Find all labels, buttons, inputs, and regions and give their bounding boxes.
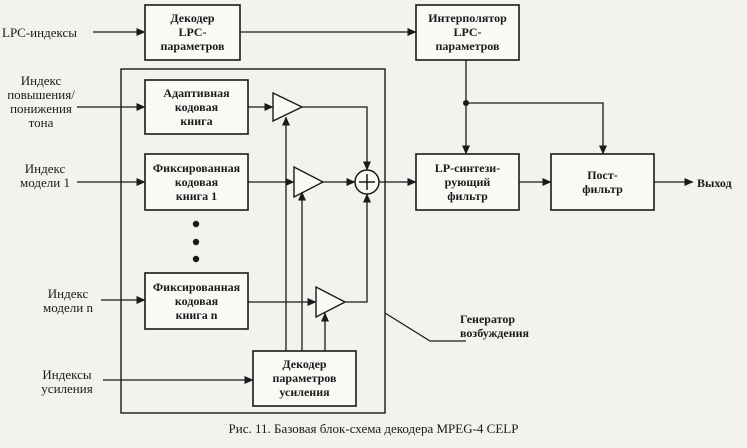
fixed-codebook-n-label: Фиксированная кодовая книга n [152,280,241,322]
figure-caption: Рис. 11. Базовая блок-схема декодера MPE… [228,421,519,436]
interpolator-block [415,4,520,61]
adaptive-codebook-label: Адаптивная кодовая книга [163,86,230,128]
postfilter-label: Пост- фильтр [582,168,623,196]
ellipsis-dot [192,238,200,246]
interpolator-label: Интерполятор LPC- параметров [428,11,507,53]
gain-indices-label: Индексы усиления [41,367,93,396]
excitation-generator-label: Генератор возбуждения [460,312,530,340]
ellipsis-dot [192,255,200,263]
lpc-decoder-block [144,4,241,61]
lpc-decoder-label: Декодер LPC- параметров [160,11,225,53]
amplifier-fixed-n [315,285,347,319]
excitation-generator-frame [120,68,386,414]
gain-decoder-label: Декодер параметров усиления [272,357,337,399]
amplifier-fixed-1 [293,165,325,199]
lpc-indices-label: LPC-индексы [2,25,77,40]
amplifier-adaptive [272,91,304,123]
model-1-index-label: Индекс модели 1 [20,161,70,190]
ellipsis-dot [192,220,200,228]
output-label: Выход [697,176,732,190]
pitch-index-label: Индекс повышения/ понижения тона [7,73,75,130]
fixed-codebook-1-label: Фиксированная кодовая книга 1 [152,161,241,203]
lp-synthesis-filter-label: LP-синтези- рующий фильтр [434,161,501,203]
model-n-index-label: Индекс модели n [43,286,93,315]
